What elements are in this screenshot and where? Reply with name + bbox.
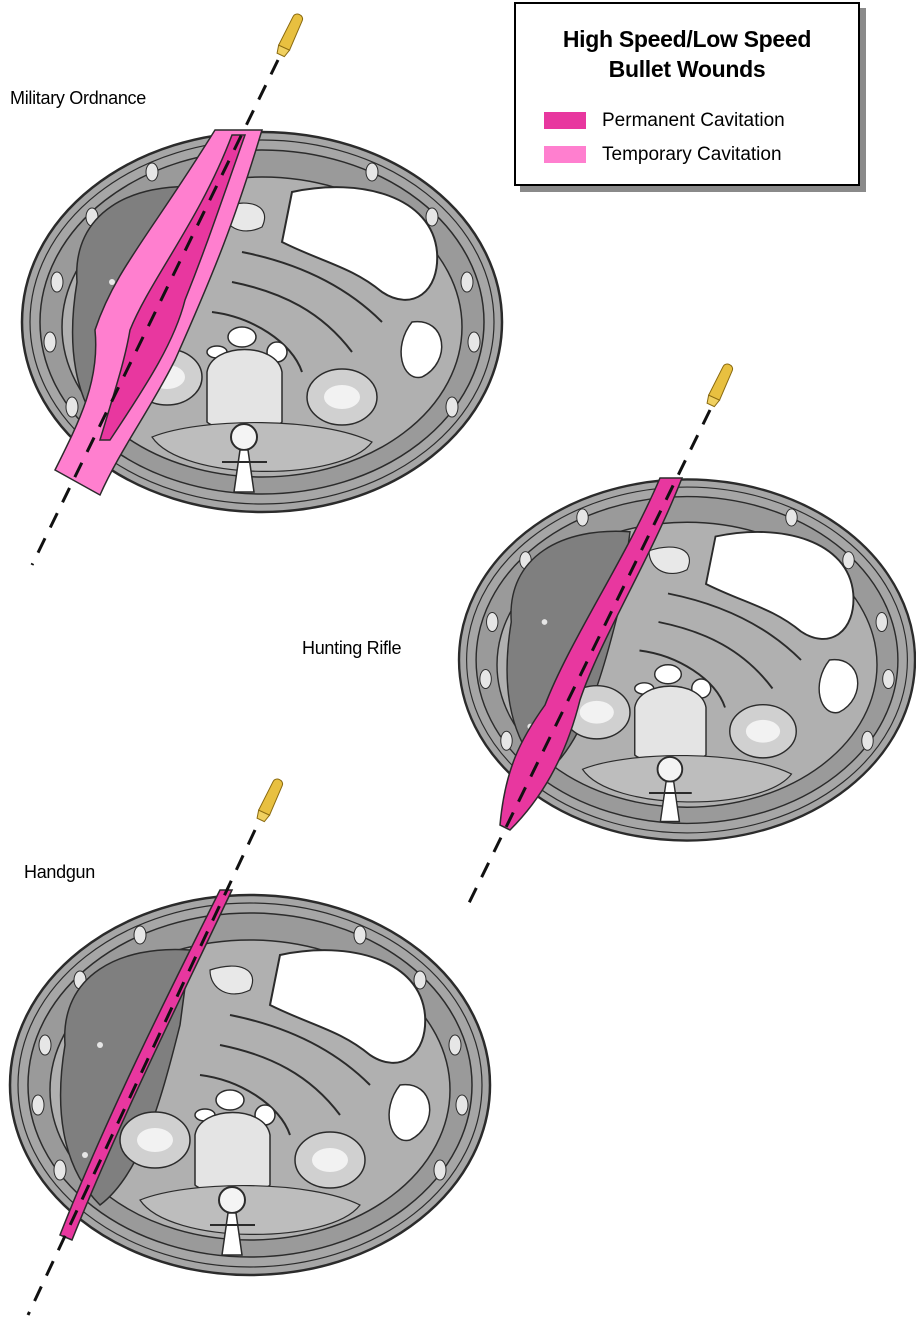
panel-label-hunting-rifle: Hunting Rifle: [302, 638, 401, 659]
legend-label-temporary: Temporary Cavitation: [602, 144, 782, 166]
panel-label-military-ordnance: Military Ordnance: [10, 88, 146, 109]
legend-title-line2: Bullet Wounds: [516, 56, 858, 83]
bullet-icon: [255, 777, 285, 822]
legend-title-line1: High Speed/Low Speed: [516, 26, 858, 53]
permanent-cavitation-swatch: [544, 112, 586, 129]
abdomen-cross-section: [10, 895, 490, 1275]
bullet-icon: [275, 12, 305, 57]
panel-label-handgun: Handgun: [24, 862, 95, 883]
bullet-icon: [705, 362, 735, 407]
legend: High Speed/Low Speed Bullet Wounds Perma…: [514, 2, 860, 186]
legend-label-permanent: Permanent Cavitation: [602, 110, 785, 132]
temporary-cavitation-swatch: [544, 146, 586, 163]
